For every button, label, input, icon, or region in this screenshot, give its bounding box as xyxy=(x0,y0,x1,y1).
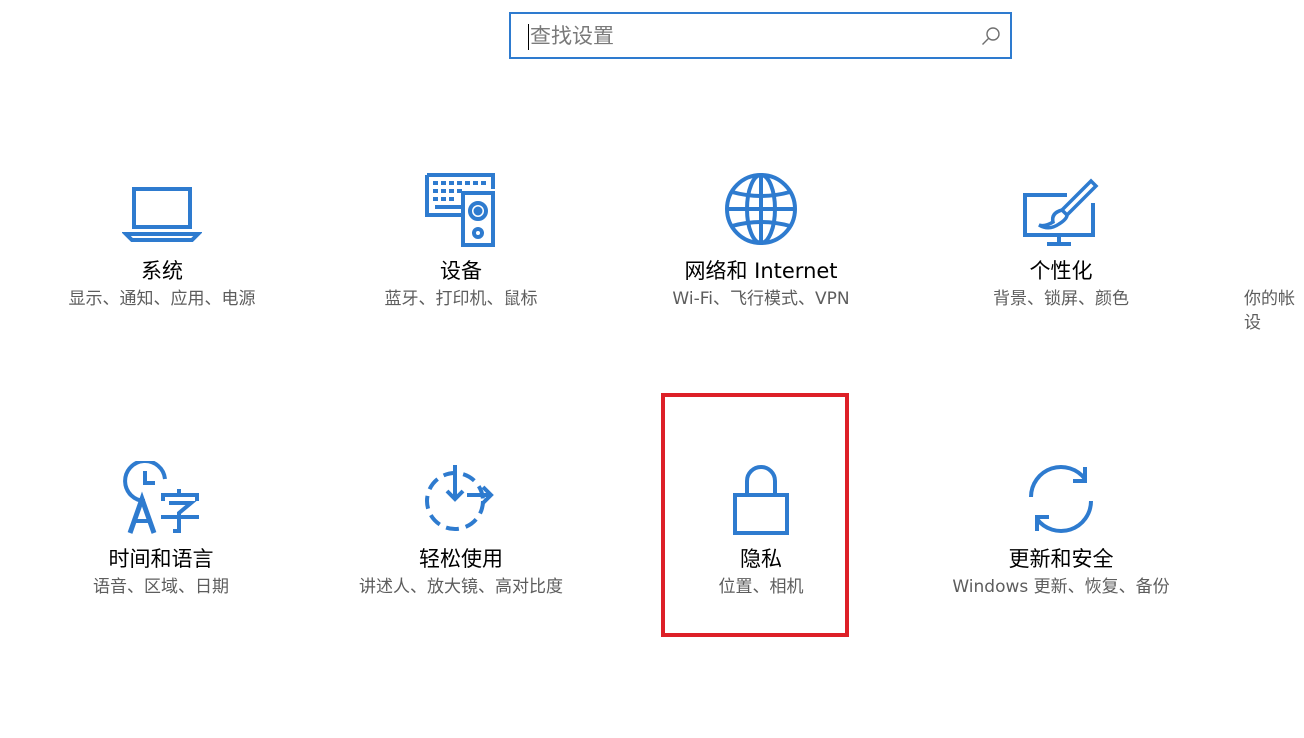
ease-of-access-icon xyxy=(425,465,494,531)
tile-subtitle: 位置、相机 xyxy=(718,577,804,597)
tile-subtitle: 讲述人、放大镜、高对比度 xyxy=(359,577,563,597)
search-box[interactable] xyxy=(509,12,1012,59)
lock-icon xyxy=(733,465,789,535)
tile-subtitle: 你的帐 设 xyxy=(1244,289,1295,333)
search-icon[interactable] xyxy=(980,25,1002,47)
tile-subtitle: Windows 更新、恢复、备份 xyxy=(952,577,1170,597)
tile-subtitle: 背景、锁屏、颜色 xyxy=(993,289,1129,309)
sync-icon xyxy=(1029,465,1093,533)
personalization-icon xyxy=(1023,178,1099,246)
tile-title: 隐私 xyxy=(740,547,782,571)
tile-title: 时间和语言 xyxy=(108,547,214,571)
tile-title: 个性化 xyxy=(1029,259,1093,283)
tile-title: 网络和 Internet xyxy=(684,259,838,283)
highlight-box xyxy=(661,393,849,637)
devices-icon xyxy=(425,173,495,247)
tile-title: 轻松使用 xyxy=(419,547,503,571)
tile-title: 更新和安全 xyxy=(1008,547,1114,571)
tile-subtitle: 语音、区域、日期 xyxy=(93,577,229,597)
tile-subtitle: 蓝牙、打印机、鼠标 xyxy=(384,289,538,309)
time-language-icon xyxy=(123,461,199,534)
tile-subtitle: 显示、通知、应用、电源 xyxy=(68,289,256,309)
text-caret xyxy=(528,24,529,50)
laptop-icon xyxy=(122,187,202,242)
tile-subtitle: Wi-Fi、飞行模式、VPN xyxy=(672,289,850,309)
search-input[interactable] xyxy=(530,14,970,57)
tile-title: 系统 xyxy=(141,259,183,283)
tile-title: 设备 xyxy=(440,259,482,283)
globe-icon xyxy=(725,173,797,245)
